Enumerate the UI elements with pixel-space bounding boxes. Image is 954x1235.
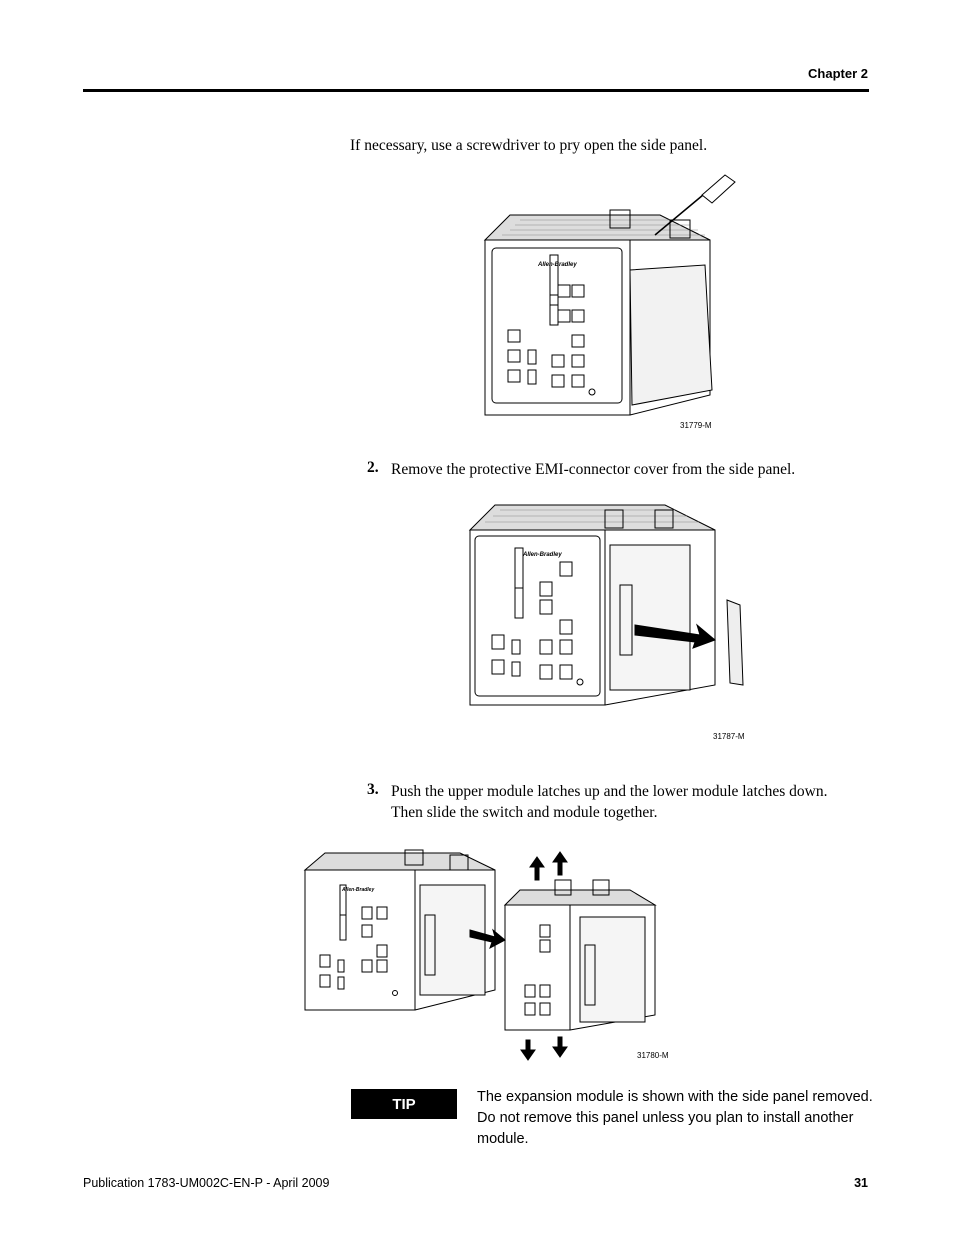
figure-id-2: 31787-M [713,732,745,741]
step-3-number: 3. [367,781,379,798]
figure-slide-together: Allen-Bradley [303,849,657,1061]
tip-line1: The expansion module is shown with the s… [477,1089,873,1105]
step-2-number: 2. [367,459,379,476]
figure-emi-cover: Allen-Bradley [468,504,744,706]
step-3-line1: Push the upper module latches up and the… [391,783,828,800]
fig2-brand: Allen-Bradley [522,552,562,558]
footer-publication: Publication 1783-UM002C-EN-P - April 200… [83,1176,330,1190]
figure-id-1: 31779-M [680,421,712,430]
fig3-brand: Allen-Bradley [341,887,374,893]
figure-screwdriver-panel: Allen-Bradley [483,174,736,416]
fig1-brand: Allen-Bradley [537,262,577,268]
figure-id-3: 31780-M [637,1051,669,1060]
step-3-line2: Then slide the switch and module togethe… [391,804,658,821]
tip-text: The expansion module is shown with the s… [477,1087,877,1150]
tip-line2: Do not remove this panel unless you plan… [477,1110,854,1126]
header-rule [83,89,869,92]
chapter-label: Chapter 2 [808,66,868,81]
footer-page-number: 31 [854,1176,868,1190]
intro-text: If necessary, use a screwdriver to pry o… [350,137,708,154]
step-2-text: Remove the protective EMI-connector cove… [391,461,796,478]
tip-line3: module. [477,1131,529,1147]
tip-label: TIP [351,1089,457,1119]
